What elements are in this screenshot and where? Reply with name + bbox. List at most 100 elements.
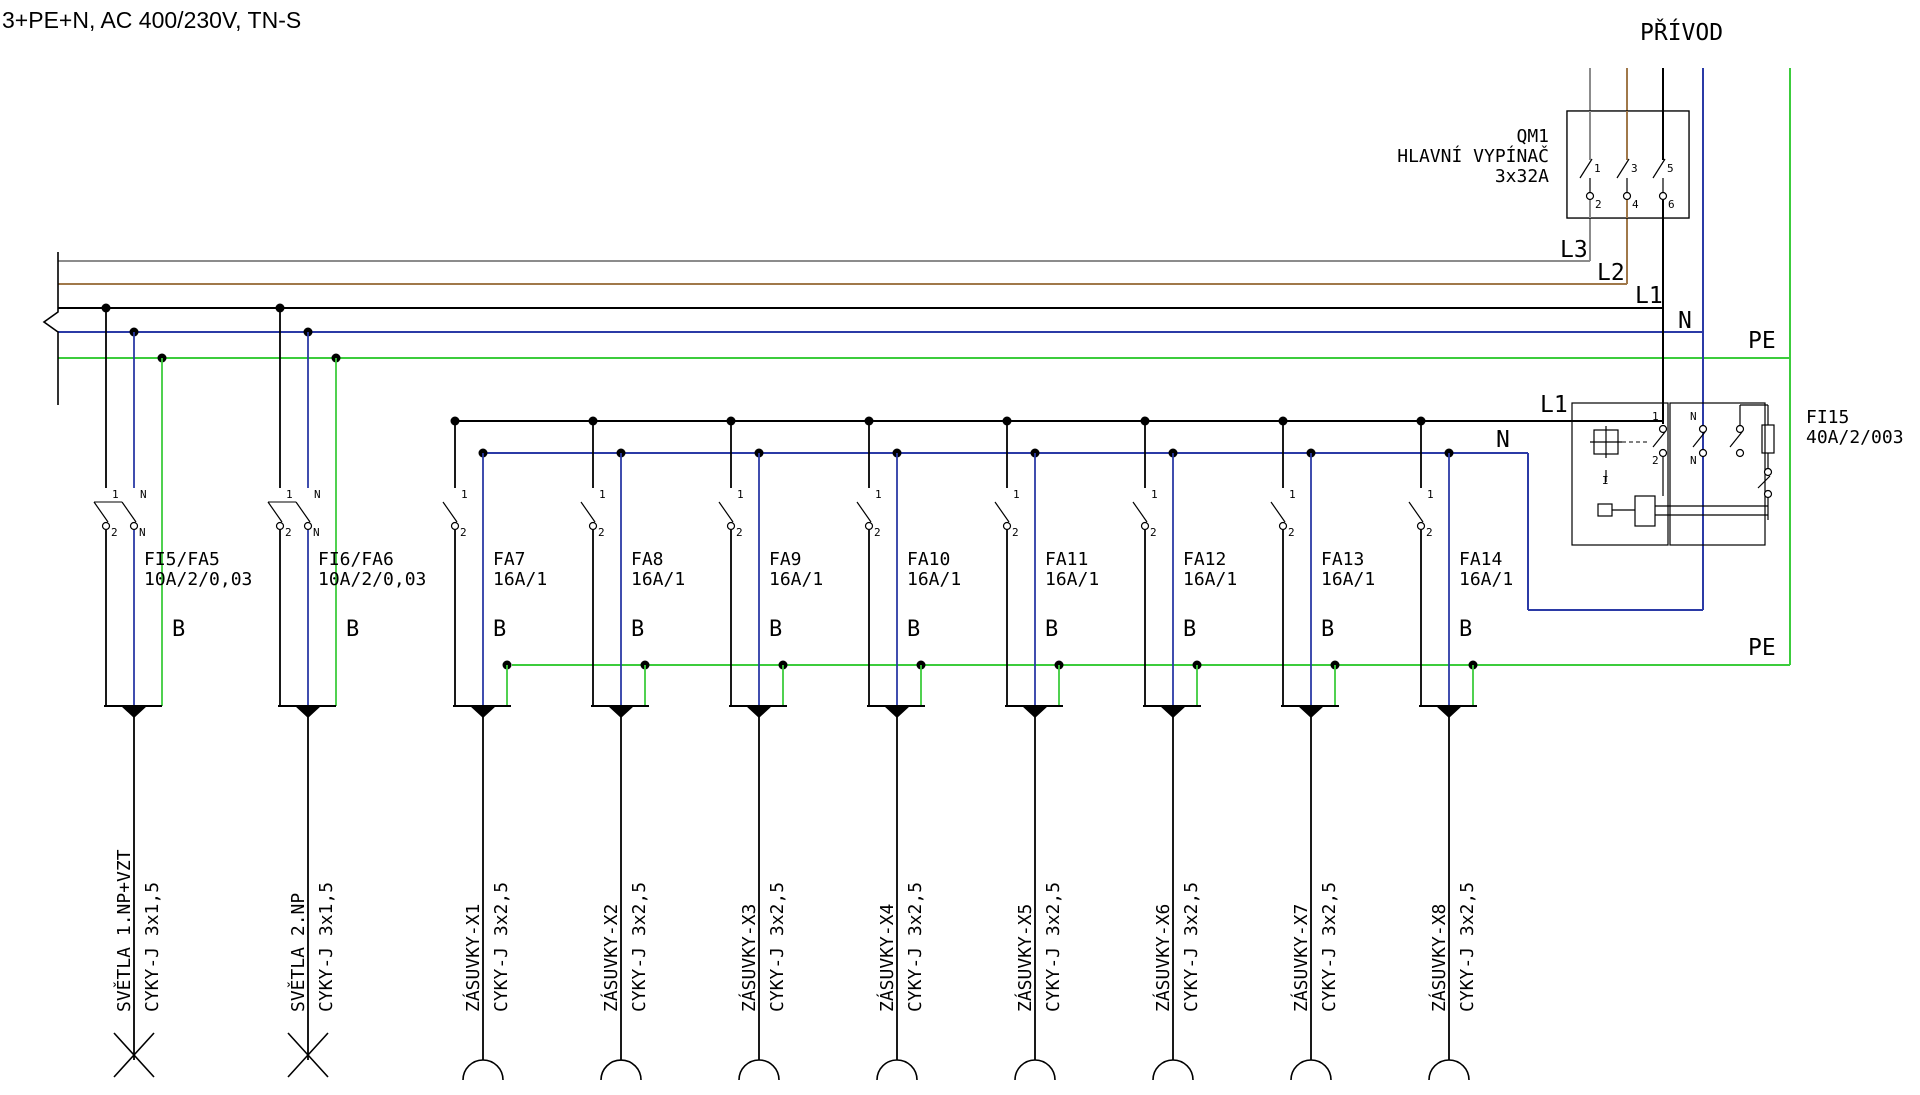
circuit-7-blade-l [994,501,1010,523]
circuit-4-socket-symbol [600,1059,642,1081]
circuit-8-terminal-marker [1160,706,1186,718]
circuit-8-term-l-top: 1 [1151,488,1158,501]
circuit-9-breaker-id: FA13 [1321,549,1364,570]
circuit-1-term-n-top: N [140,488,147,501]
circuit-1-circuit-name: SVĚTLA 1.NP+VZT [113,849,135,1012]
sub-bus-label-n: N [1496,427,1510,453]
circuit-7-circuit-name: ZÁSUVKY-X5 [1014,904,1036,1012]
circuit-2-term-l-bot: 2 [285,526,292,539]
qm1-term-1: 1 [1594,162,1601,175]
circuit-2-blade-n [295,501,311,523]
main-switch-qm1: 1 3 5 2 4 6 [1566,110,1690,219]
circuit-8-cable-type: CYKY-J 3x2,5 [1181,882,1202,1012]
circuit-8-term-l-bot: 2 [1150,526,1157,539]
circuit-3-blade-l [442,501,458,523]
circuit-2-terminal-marker [295,706,321,718]
circuit-10-circuit-name: ZÁSUVKY-X8 [1428,904,1450,1012]
bus-label-l1: L1 [1635,283,1663,309]
bus-label-pe: PE [1748,328,1776,354]
circuit-3-breaker-id: FA7 [493,549,526,570]
circuit-3-circuit-name: ZÁSUVKY-X1 [462,904,484,1012]
circuit-5-bus-label: B [769,617,782,642]
circuit-10-blade-l [1408,501,1424,523]
rcd-id: FI15 [1806,407,1849,428]
circuit-4-circuit-name: ZÁSUVKY-X2 [600,904,622,1012]
circuit-2-contact-n [303,521,313,531]
circuit-1-breaker-rating: 10A/2/0,03 [144,569,252,590]
circuit-2-contact-l [275,521,285,531]
rcd-fi15 [1571,402,1775,546]
circuit-7-terminal-marker [1022,706,1048,718]
circuit-5-socket-symbol [738,1059,780,1081]
circuit-6-term-l-top: 1 [875,488,882,501]
circuit-1-light-symbol-b [113,1032,155,1078]
circuit-10-breaker-rating: 16A/1 [1459,569,1513,590]
circuit-6-contact-l [864,521,874,531]
circuit-4-contact-l [588,521,598,531]
qm1-term-3: 3 [1631,162,1638,175]
supply-label: PŘÍVOD [1640,18,1723,46]
qm1-id: QM1 [1516,126,1549,147]
rcd-term-1: 1 [1652,410,1659,423]
circuit-3-term-l-bot: 2 [460,526,467,539]
qm1-rating: 3x32A [1495,166,1549,187]
circuit-6-socket-symbol [876,1059,918,1081]
circuit-2-blade-l [267,501,283,523]
circuit-1-contact-l [101,521,111,531]
qm1-term-2: 2 [1595,198,1602,211]
circuit-5-cable-type: CYKY-J 3x2,5 [767,882,788,1012]
circuit-9-circuit-name: ZÁSUVKY-X7 [1290,904,1312,1012]
circuit-9-term-l-top: 1 [1289,488,1296,501]
circuit-1-term-l-top: 1 [112,488,119,501]
circuit-7-breaker-rating: 16A/1 [1045,569,1099,590]
sub-bus-label-l1: L1 [1540,392,1568,418]
circuit-1-blade-n [121,501,137,523]
circuit-2-bus-label: B [346,617,359,642]
circuit-2-circuit-name: SVĚTLA 2.NP [287,893,309,1012]
circuit-9-contact-l [1278,521,1288,531]
circuit-4-term-l-bot: 2 [598,526,605,539]
circuit-2-term-n-top: N [314,488,321,501]
supply-wires [1589,68,1791,665]
circuit-8-blade-l [1132,501,1148,523]
circuit-3-term-l-top: 1 [461,488,468,501]
circuit-8-contact-l [1140,521,1150,531]
circuit-2-term-n-bot: N [313,526,320,539]
circuit-4-term-l-top: 1 [599,488,606,501]
circuit-6-bus-label: B [907,617,920,642]
circuit-3-terminal-marker [470,706,496,718]
circuit-7-term-l-bot: 2 [1012,526,1019,539]
circuit-6-cable-type: CYKY-J 3x2,5 [905,882,926,1012]
circuit-2-breaker-rating: 10A/2/0,03 [318,569,426,590]
circuit-8-socket-symbol [1152,1059,1194,1081]
circuit-6-breaker-rating: 16A/1 [907,569,961,590]
circuit-7-term-l-top: 1 [1013,488,1020,501]
circuit-7-breaker-id: FA11 [1045,549,1088,570]
circuit-8-circuit-name: ZÁSUVKY-X6 [1152,904,1174,1012]
circuit-6-breaker-id: FA10 [907,549,950,570]
circuit-1-contact-n [129,521,139,531]
circuit-8-bus-label: B [1183,617,1196,642]
circuit-7-bus-label: B [1045,617,1058,642]
circuit-1-cable-type: CYKY-J 3x1,5 [142,882,163,1012]
bus-bars [42,252,1790,405]
circuit-5-contact-l [726,521,736,531]
circuit-7-cable-type: CYKY-J 3x2,5 [1043,882,1064,1012]
circuit-3-bus-label: B [493,617,506,642]
circuit-3-contact-l [450,521,460,531]
bus-label-l2: L2 [1597,260,1625,286]
circuit-2-term-l-top: 1 [286,488,293,501]
rcd-term-n-top: N [1690,410,1697,423]
circuit-2-cable-type: CYKY-J 3x1,5 [316,882,337,1012]
qm1-term-4: 4 [1632,198,1639,211]
circuit-9-blade-l [1270,501,1286,523]
circuit-5-term-l-top: 1 [737,488,744,501]
diagram-title: 3+PE+N, AC 400/230V, TN-S [2,7,301,33]
circuit-4-terminal-marker [608,706,634,718]
circuit-6-term-l-bot: 2 [874,526,881,539]
circuit-8-breaker-id: FA12 [1183,549,1226,570]
rcd-test-label: I [1602,474,1609,487]
circuit-10-contact-l [1416,521,1426,531]
